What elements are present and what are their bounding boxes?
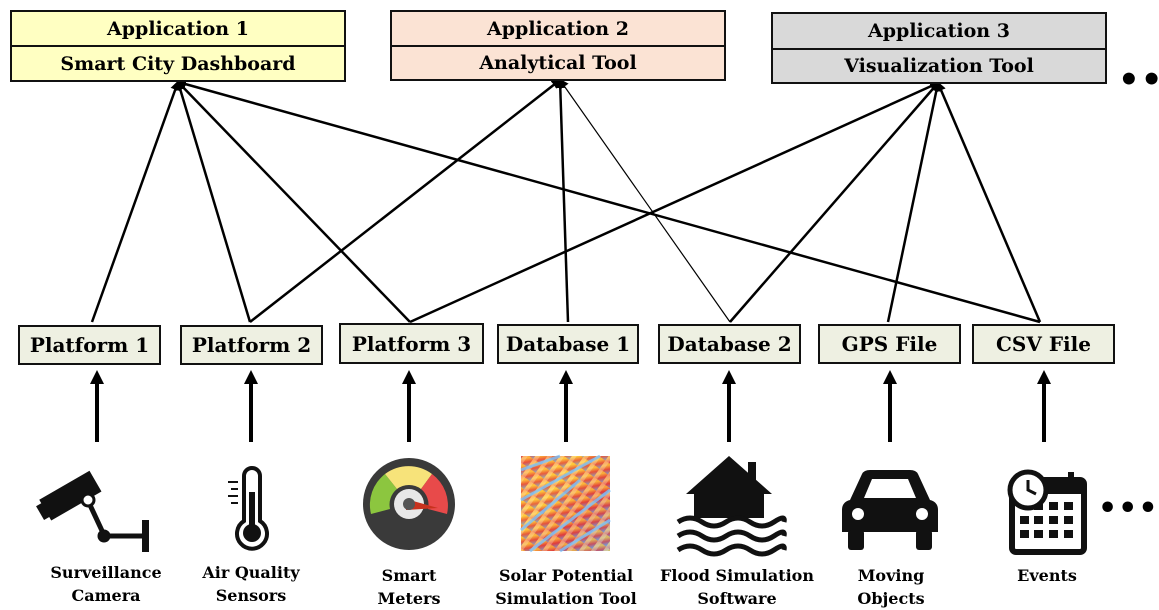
- link-platform3-app3: [409, 81, 940, 324]
- link-platform2-app1: [175, 80, 252, 323]
- link-database2-app2: [558, 78, 731, 323]
- ellipsis-top: •••: [1118, 60, 1159, 100]
- application-1-title: Application 1: [10, 10, 346, 47]
- ellipsis-bottom: •••: [1098, 491, 1159, 526]
- application-2-tool: Analytical Tool: [390, 45, 726, 81]
- calendar-icon: [1007, 469, 1087, 555]
- device-label-events: Events: [1017, 566, 1077, 585]
- source-platform-2: Platform 2: [180, 325, 323, 365]
- application-3-title: Application 3: [771, 12, 1107, 50]
- car-icon: [842, 470, 938, 550]
- application-3: Application 3 Visualization Tool: [771, 12, 1107, 84]
- link-platform2-app2: [249, 78, 562, 323]
- surveillance-camera-icon: [36, 470, 149, 552]
- gauge-icon: [363, 458, 455, 550]
- link-csv-app1: [176, 79, 1041, 324]
- application-1: Application 1 Smart City Dashboard: [10, 10, 346, 82]
- application-3-tool: Visualization Tool: [771, 48, 1107, 84]
- solar-map-icon: [520, 454, 611, 553]
- flooded-house-icon: [676, 456, 787, 557]
- link-csv-app3: [936, 81, 1042, 323]
- application-2-title: Application 2: [390, 10, 726, 47]
- link-gps-app3: [886, 81, 942, 323]
- link-database2-app3: [729, 81, 940, 323]
- link-platform3-app1: [176, 80, 411, 323]
- source-platform-3: Platform 3: [339, 323, 484, 364]
- source-database-2: Database 2: [658, 324, 801, 364]
- application-2: Application 2 Analytical Tool: [390, 10, 726, 81]
- source-csv-file: CSV File: [972, 324, 1115, 364]
- source-database-1: Database 1: [497, 324, 639, 364]
- link-database1-app2: [555, 78, 570, 323]
- application-1-tool: Smart City Dashboard: [10, 45, 346, 82]
- source-platform-1: Platform 1: [18, 325, 161, 365]
- thermometer-icon: [228, 466, 269, 551]
- source-gps-file: GPS File: [818, 324, 961, 364]
- link-platform1-app1: [90, 80, 181, 323]
